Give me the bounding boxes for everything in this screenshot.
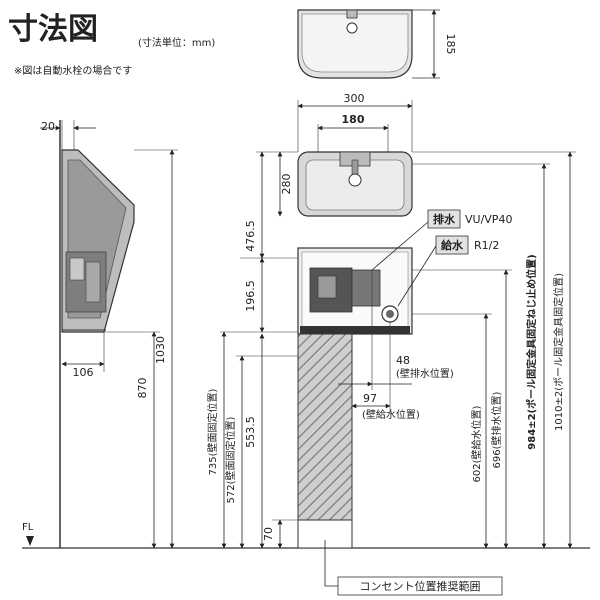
dim-height-280: 280	[280, 174, 293, 195]
floor-marker-icon	[26, 536, 34, 546]
dim-height-572: 572(壁面固定位置)	[224, 416, 237, 503]
dim-side-20: 20	[41, 120, 55, 133]
dim-width-300: 300	[344, 92, 365, 105]
dim-height-984: 984±2(ポール固定金具固定ねじ止め位置)	[525, 254, 538, 449]
top-view: 185	[297, 9, 457, 79]
dim-height-602: 602(壁給水位置)	[470, 405, 483, 482]
dim-height-70: 70	[262, 527, 275, 541]
dim-height-476-5: 476.5	[244, 220, 257, 252]
side-view: 20 106 1030 870	[40, 120, 178, 549]
front-dimensions-right: 602(壁給水位置) 696(壁排水位置) 984±2(ポール固定金具固定ねじ止…	[412, 151, 576, 549]
dim-height-735: 735(壁面固定位置)	[206, 388, 219, 475]
dim-height-870: 870	[136, 378, 149, 399]
dim-offset-97-note: (壁給水位置)	[362, 408, 420, 421]
dim-offset-48: 48	[396, 354, 410, 367]
remark-note: ※図は自動水栓の場合です	[14, 66, 133, 77]
supply-value: R1/2	[474, 239, 499, 252]
supply-callout: 給水 R1/2	[397, 235, 499, 307]
dim-side-106: 106	[73, 366, 94, 379]
front-dimensions-left: 280 476.5 196.5 735(壁面固定位置) 572(壁面固定位置) …	[206, 151, 298, 549]
outlet-range-label: コンセント位置推奨範囲	[360, 579, 481, 593]
page-title: 寸法図	[8, 12, 98, 47]
dim-height-196-5: 196.5	[244, 280, 257, 312]
front-view: 300 180	[297, 92, 413, 549]
drain-callout: 排水 VU/VP40	[371, 209, 512, 271]
dim-height-1010: 1010±2(ポール固定金具固定位置)	[552, 273, 565, 431]
supply-tag: 給水	[441, 238, 464, 252]
dim-height-553-5: 553.5	[244, 416, 257, 448]
dim-offset-48-note: (壁排水位置)	[396, 367, 454, 380]
dim-top-depth: 185	[444, 34, 457, 55]
floor-line-label: FL	[22, 522, 34, 533]
dim-height-696: 696(壁排水位置)	[490, 391, 503, 468]
drain-tag: 排水	[433, 212, 456, 226]
outlet-range-callout: コンセント位置推奨範囲	[324, 540, 503, 596]
dim-height-1030: 1030	[154, 336, 167, 364]
horizontal-offset-dims: 48 (壁排水位置) 97 (壁給水位置)	[338, 270, 454, 421]
drain-value: VU/VP40	[465, 213, 512, 226]
dim-width-180: 180	[342, 113, 365, 126]
unit-note: (寸法単位：mm)	[138, 38, 216, 49]
dim-offset-97: 97	[363, 392, 377, 405]
